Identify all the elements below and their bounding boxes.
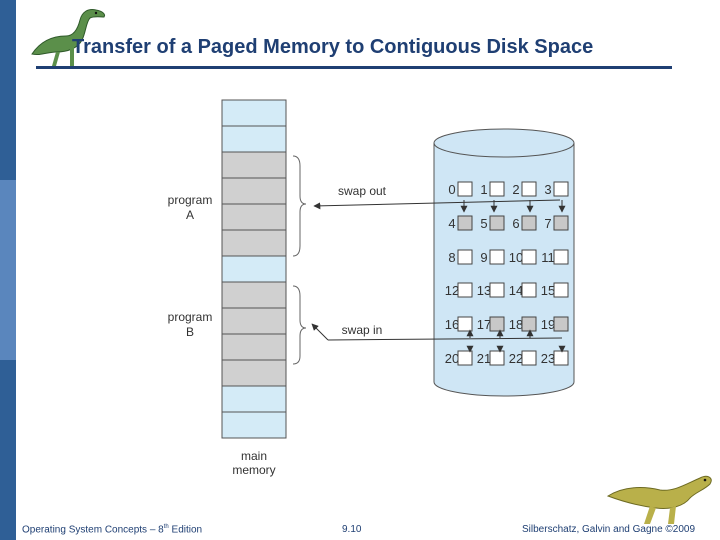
disk-block-number: 7 bbox=[544, 216, 551, 231]
disk-block-number: 2 bbox=[512, 182, 519, 197]
program-b-label-line2: B bbox=[186, 325, 194, 339]
disk-block-box bbox=[521, 282, 537, 298]
disk-block-number: 13 bbox=[477, 283, 491, 298]
main-memory-column bbox=[221, 99, 287, 439]
brace-program-b bbox=[292, 285, 307, 365]
disk-block-number: 6 bbox=[512, 216, 519, 231]
swap-in-label: swap in bbox=[342, 323, 383, 337]
disk-block-box bbox=[521, 249, 537, 265]
disk-block-number: 23 bbox=[541, 351, 555, 366]
disk-block-box bbox=[521, 181, 537, 197]
disk-block-number: 16 bbox=[445, 317, 459, 332]
disk-block-box bbox=[553, 215, 569, 231]
slide-title: Transfer of a Paged Memory to Contiguous… bbox=[72, 36, 594, 58]
disk-block-number: 4 bbox=[448, 216, 455, 231]
memory-frame bbox=[221, 411, 287, 439]
disk-block-box bbox=[489, 282, 505, 298]
memory-frame bbox=[221, 151, 287, 179]
disk-block-box bbox=[489, 215, 505, 231]
disk-block-number: 0 bbox=[448, 182, 455, 197]
disk-block-box bbox=[457, 316, 473, 332]
disk-block-box bbox=[553, 249, 569, 265]
footer-book-title: Operating System Concepts – 8th Edition bbox=[22, 523, 203, 535]
main-memory-label-line1: main bbox=[241, 449, 267, 463]
disk-block-number: 18 bbox=[509, 317, 523, 332]
disk-block-number: 22 bbox=[509, 351, 523, 366]
memory-frame bbox=[221, 333, 287, 361]
disk-block-number: 19 bbox=[541, 317, 555, 332]
disk-block-box bbox=[521, 215, 537, 231]
swap-out-label: swap out bbox=[338, 184, 387, 198]
memory-frame bbox=[221, 307, 287, 335]
memory-frame bbox=[221, 255, 287, 283]
disk-block-box bbox=[553, 181, 569, 197]
footer-page-number: 9.10 bbox=[342, 524, 362, 535]
disk-block-box bbox=[457, 282, 473, 298]
disk-block-number: 14 bbox=[509, 283, 523, 298]
disk-block-box bbox=[457, 215, 473, 231]
swap-in-line bbox=[327, 337, 563, 341]
memory-frame bbox=[221, 359, 287, 387]
disk-block-number: 3 bbox=[544, 182, 551, 197]
disk-block-number: 20 bbox=[445, 351, 459, 366]
dinosaur-logo-bottom-icon bbox=[606, 475, 712, 524]
disk-block-box bbox=[521, 350, 537, 366]
disk-block-box bbox=[457, 350, 473, 366]
disk-block-box bbox=[489, 350, 505, 366]
disk-block-number: 21 bbox=[477, 351, 491, 366]
disk-block-number: 1 bbox=[480, 182, 487, 197]
program-a-label-line1: program bbox=[168, 193, 213, 207]
memory-frame bbox=[221, 385, 287, 413]
disk-block-number: 9 bbox=[480, 250, 487, 265]
memory-frame bbox=[221, 125, 287, 153]
memory-frame bbox=[221, 281, 287, 309]
memory-frame bbox=[221, 177, 287, 205]
swap-in-arrow bbox=[311, 323, 329, 341]
memory-frame bbox=[221, 229, 287, 257]
disk-block-number: 10 bbox=[509, 250, 523, 265]
disk-block-box bbox=[457, 181, 473, 197]
disk-block-box bbox=[489, 316, 505, 332]
disk-block-box bbox=[553, 282, 569, 298]
disk-block-box bbox=[457, 249, 473, 265]
footer-authors: Silberschatz, Galvin and Gagne ©2009 bbox=[522, 524, 696, 535]
left-accent-bar bbox=[0, 0, 16, 540]
main-memory-label-line2: memory bbox=[232, 463, 275, 477]
disk-block-number: 12 bbox=[445, 283, 459, 298]
disk-block-box bbox=[553, 350, 569, 366]
title-underline bbox=[36, 66, 672, 69]
disk-block-box bbox=[489, 181, 505, 197]
disk-block-box bbox=[553, 316, 569, 332]
disk-block-number: 15 bbox=[541, 283, 555, 298]
swap-out-arrow bbox=[313, 199, 561, 210]
disk-block-number: 17 bbox=[477, 317, 491, 332]
disk-block-number: 5 bbox=[480, 216, 487, 231]
disk-block-box bbox=[489, 249, 505, 265]
memory-frame bbox=[221, 99, 287, 127]
disk-block-number: 11 bbox=[541, 250, 555, 265]
disk-block-number: 8 bbox=[448, 250, 455, 265]
memory-frame bbox=[221, 203, 287, 231]
dinosaur-logo-top-icon bbox=[31, 9, 105, 66]
brace-program-a bbox=[292, 155, 307, 257]
program-a-label-line2: A bbox=[186, 208, 194, 222]
program-b-label-line1: program bbox=[168, 310, 213, 324]
left-accent-segment bbox=[0, 180, 16, 360]
disk-block-box bbox=[521, 316, 537, 332]
